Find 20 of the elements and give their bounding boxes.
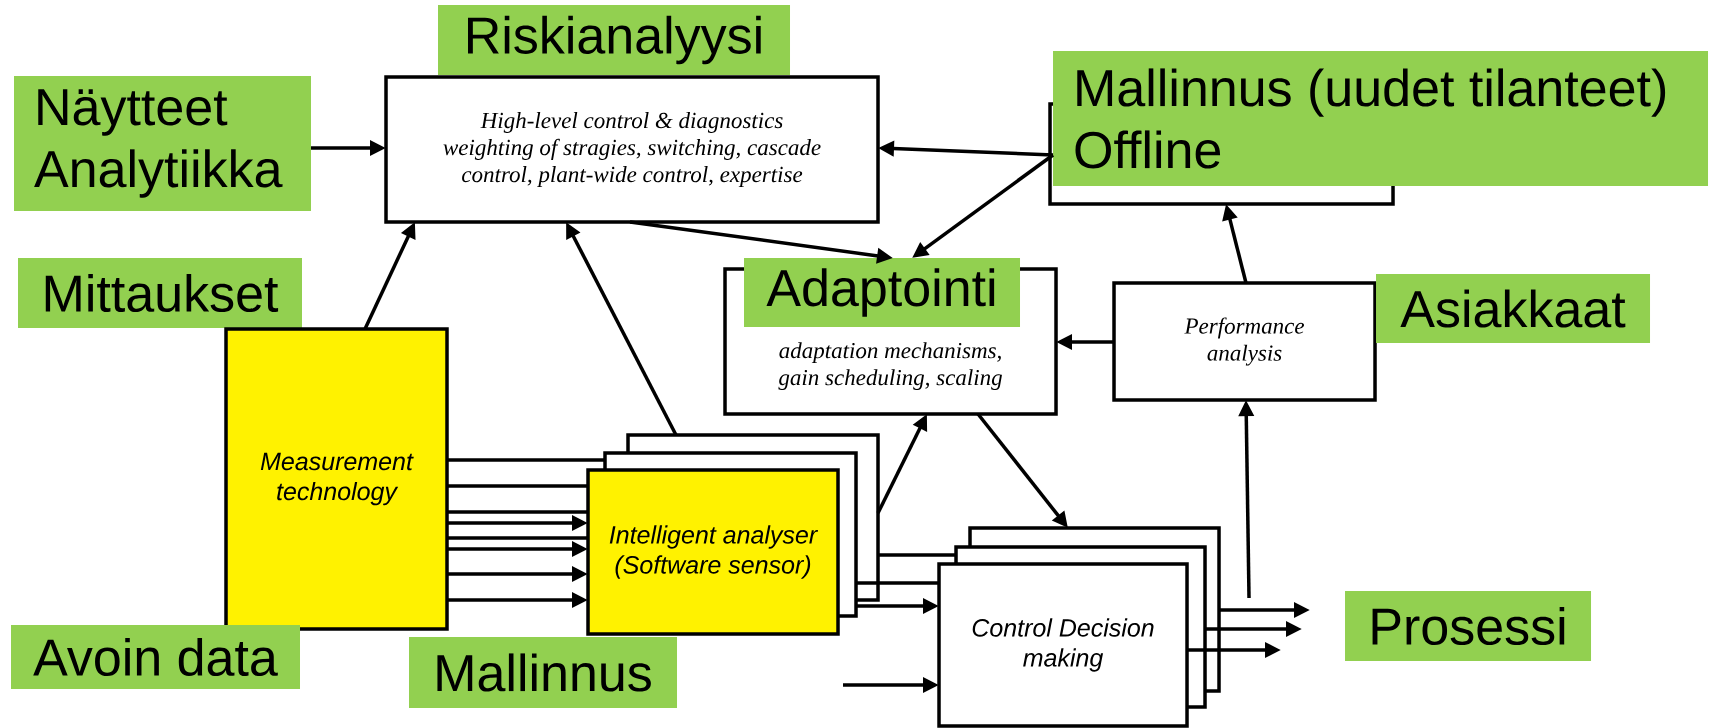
connector-line (447, 484, 588, 488)
label-box: Adaptointi (744, 258, 1020, 327)
label-box: Prosessi (1345, 591, 1591, 661)
label-box: Näytteet Analytiikka (14, 76, 311, 211)
process-box: High-level control & diagnostics weighting of stragies, switching, cascade control, plant-wide control, expertise (384, 75, 880, 224)
label-box: Mallinnus (409, 637, 677, 708)
connector-line (447, 510, 588, 514)
label-box: Mallinnus (uudet tilanteet) Offline (1048, 51, 1708, 206)
connector-line (856, 581, 939, 585)
connector-line (878, 553, 956, 557)
process-box: Performance analysis (1112, 281, 1377, 402)
stacked-box: Control Decision making (937, 526, 1221, 728)
connector-line (447, 458, 605, 462)
highlight-box: Measurement technology (224, 327, 449, 631)
label-box: Avoin data (11, 625, 300, 689)
label-box: Riskianalyysi (438, 5, 790, 75)
connector-line (447, 536, 588, 540)
stacked-box: Intelligent analyser (Software sensor) (586, 433, 880, 636)
label-box: Asiakkaat (1376, 274, 1650, 343)
label-box: Mittaukset (18, 258, 302, 328)
